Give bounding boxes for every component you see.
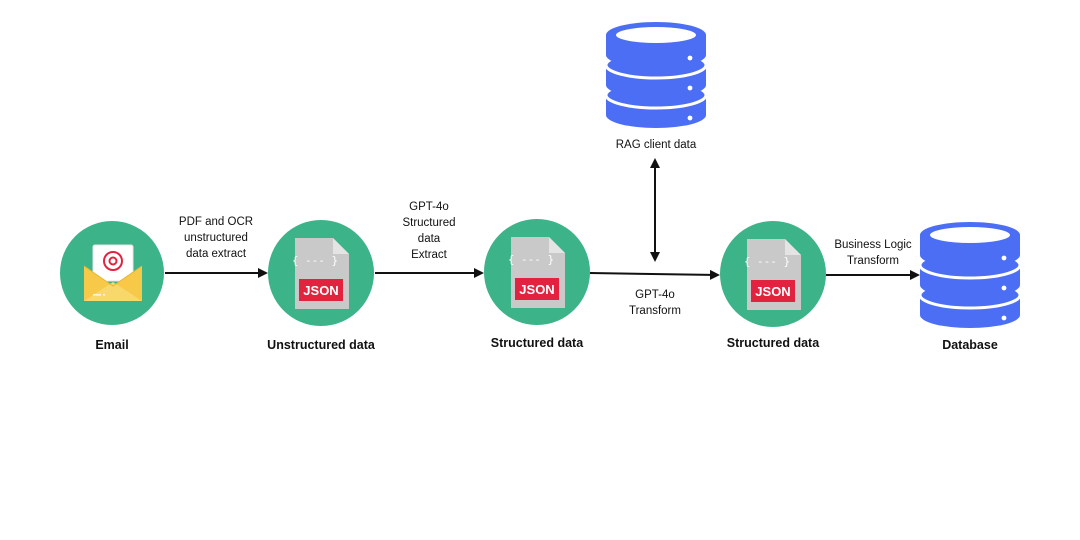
- unstructured-data-node: { --- } JSON: [268, 220, 374, 326]
- edge-label-line: GPT-4o: [635, 289, 675, 301]
- edge-label-line: data: [417, 233, 441, 245]
- edge-label-line: data extract: [185, 248, 247, 260]
- email-icon: [83, 244, 143, 301]
- json-badge-text: JSON: [519, 282, 554, 297]
- edge-label-line: unstructured: [184, 232, 248, 244]
- edge-label-gpt-extract: GPT-4o Structured data Extract: [384, 199, 474, 263]
- rag-database-icon: [604, 22, 708, 128]
- edge-label-line: Transform: [847, 255, 899, 267]
- edge-label-line: Business Logic: [834, 239, 912, 251]
- edge-label-line: GPT-4o: [409, 201, 449, 213]
- json-file-icon: { --- } JSON: [508, 237, 565, 308]
- json-file-icon: { --- } JSON: [744, 239, 801, 310]
- unstructured-data-title: Unstructured data: [267, 338, 375, 352]
- json-badge: [515, 278, 559, 300]
- json-badge-text: JSON: [303, 283, 338, 298]
- json-badge-text: JSON: [755, 284, 790, 299]
- database-icon: [918, 222, 1022, 328]
- edge-label-line: Extract: [411, 249, 447, 261]
- email-title: Email: [95, 338, 129, 352]
- json-file-icon: { --- } JSON: [292, 238, 349, 309]
- file-braces: { --- }: [744, 255, 790, 268]
- json-badge: [751, 280, 795, 302]
- file-braces: { --- }: [508, 253, 554, 266]
- structured-data-node-1: { --- } JSON: [484, 219, 590, 325]
- edge-label-line: PDF and OCR: [178, 216, 254, 228]
- json-badge: [299, 279, 343, 301]
- edge-label-extract: PDF and OCR unstructured data extract: [166, 214, 266, 262]
- structured-data-node-2: { --- } JSON: [720, 221, 826, 327]
- database-title: Database: [942, 338, 998, 352]
- file-braces: { --- }: [292, 254, 338, 267]
- edge-label-line: Structured: [402, 217, 456, 229]
- arrow-structured-to-structured: [589, 269, 720, 280]
- rag-client-data-label: RAG client data: [615, 139, 697, 151]
- email-node: [60, 221, 164, 325]
- edge-label-business-logic: Business Logic Transform: [823, 237, 923, 269]
- edge-label-line: Transform: [629, 305, 681, 317]
- structured-data-title-1: Structured data: [490, 336, 584, 350]
- structured-data-title-2: Structured data: [726, 336, 820, 350]
- edge-label-gpt-transform: GPT-4o Transform: [610, 287, 700, 319]
